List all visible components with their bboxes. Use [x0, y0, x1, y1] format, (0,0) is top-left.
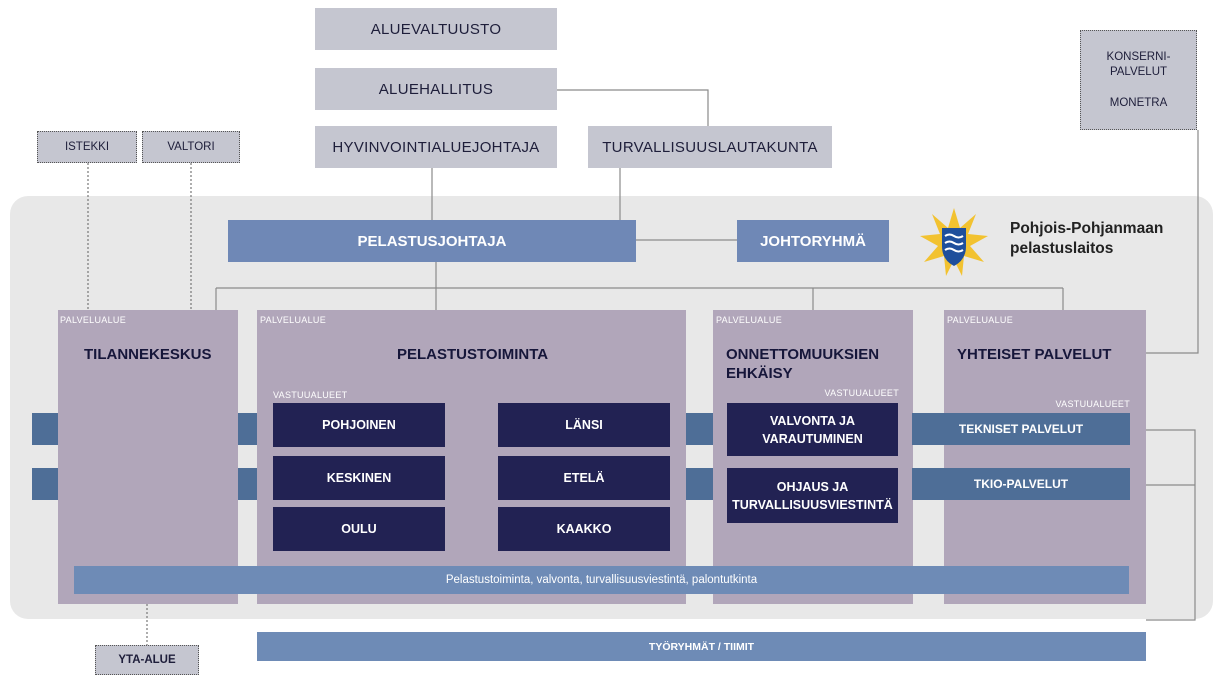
- tyoryhmat-band: TYÖRYHMÄT / TIIMIT: [257, 632, 1146, 661]
- tilannekeskus-column: PALVELUALUE TILANNEKESKUS: [58, 310, 238, 604]
- aluehallitus-box: ALUEHALLITUS: [315, 68, 557, 110]
- yhteiset-column: PALVELUALUE YHTEISET PALVELUT VASTUUALUE…: [944, 310, 1146, 604]
- valvonta-box: VALVONTA JA VARAUTUMINEN: [727, 403, 898, 456]
- hyvinvointialuejohtaja-box: HYVINVOINTIALUEJOHTAJA: [315, 126, 557, 168]
- ohjaus-box: OHJAUS JA TURVALLISUUSVIESTINTÄ: [727, 468, 898, 523]
- palvelualue-label: PALVELUALUE: [260, 315, 326, 325]
- valvonta-line1: VALVONTA JA: [770, 413, 855, 428]
- pelastustoiminta-band: Pelastustoiminta, valvonta, turvallisuus…: [74, 566, 1129, 594]
- vastuualueet-label: VASTUUALUEET: [273, 390, 348, 400]
- ehkaisy-title-line1: ONNETTOMUUKSIEN: [726, 346, 880, 363]
- tekniset-palvelut-box: TEKNISET PALVELUT: [912, 413, 1130, 445]
- ehkaisy-title-line2: EHKÄISY: [726, 365, 793, 382]
- pohjoinen-box: POHJOINEN: [273, 403, 445, 447]
- ohjaus-line2: TURVALLISUUSVIESTINTÄ: [732, 497, 893, 512]
- palvelualue-label: PALVELUALUE: [716, 315, 782, 325]
- tilannekeskus-title: TILANNEKESKUS: [84, 346, 212, 363]
- valvonta-line2: VARAUTUMINEN: [762, 431, 863, 446]
- pelastustoiminta-title: PELASTUSTOIMINTA: [397, 346, 549, 363]
- yhteiset-title: YHTEISET PALVELUT: [957, 346, 1112, 363]
- logo-text-line1: Pohjois-Pohjanmaan: [1010, 220, 1164, 237]
- konserni-line2: PALVELUT: [1109, 65, 1168, 78]
- etela-box: ETELÄ: [498, 456, 670, 500]
- ehkaisy-column: PALVELUALUE ONNETTOMUUKSIEN EHKÄISY VAST…: [713, 310, 913, 604]
- kaakko-box: KAAKKO: [498, 507, 670, 551]
- lansi-box: LÄNSI: [498, 403, 670, 447]
- konsernipalvelut-box: KONSERNI- PALVELUT MONETRA: [1080, 30, 1197, 130]
- aluevaltuusto-box: ALUEVALTUUSTO: [315, 8, 557, 50]
- istekki-box: ISTEKKI: [37, 131, 137, 163]
- valtori-box: VALTORI: [142, 131, 240, 163]
- tkio-palvelut-box: TKIO-PALVELUT: [912, 468, 1130, 500]
- vastuualueet-label: VASTUUALUEET: [824, 388, 899, 398]
- palvelualue-label: PALVELUALUE: [947, 315, 1013, 325]
- turvallisuuslautakunta-box: TURVALLISUUSLAUTAKUNTA: [588, 126, 832, 168]
- oulu-box: OULU: [273, 507, 445, 551]
- palvelualue-label: PALVELUALUE: [60, 315, 126, 325]
- keskinen-box: KESKINEN: [273, 456, 445, 500]
- logo-text-line2: pelastuslaitos: [1010, 240, 1114, 257]
- vastuualueet-label: VASTUUALUEET: [1055, 399, 1130, 409]
- ohjaus-line1: OHJAUS JA: [776, 479, 849, 494]
- pelastuslaitos-logo: Pohjois-Pohjanmaan pelastuslaitos: [918, 206, 1188, 278]
- star-shield-icon: [920, 208, 988, 276]
- monetra-label: MONETRA: [1109, 96, 1168, 109]
- johtoryhma-box: JOHTORYHMÄ: [737, 220, 889, 262]
- yta-alue-box: YTA-ALUE: [95, 645, 199, 675]
- konserni-line1: KONSERNI-: [1106, 50, 1171, 63]
- pelastusjohtaja-box: PELASTUSJOHTAJA: [228, 220, 636, 262]
